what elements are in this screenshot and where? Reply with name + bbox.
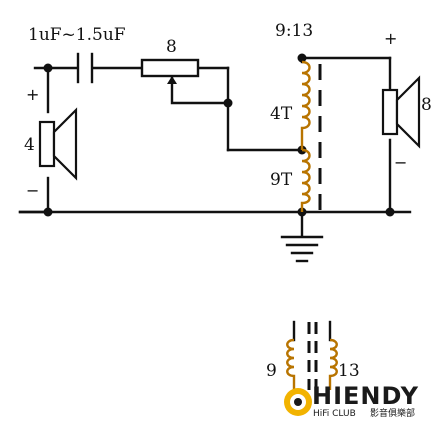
transformer: [300, 60, 322, 212]
wiring: [18, 56, 412, 238]
capacitor: [76, 52, 94, 84]
winding-detail: [286, 320, 338, 390]
right-speaker-label: 8: [421, 95, 432, 115]
junction-dot: [297, 53, 307, 63]
logo-name: HIENDY: [312, 382, 419, 410]
right-minus-sign: −: [394, 153, 407, 172]
capacitor-label: 1uF~1.5uF: [28, 25, 126, 45]
left-plus-sign: +: [26, 85, 39, 104]
speaker-right: [381, 75, 421, 149]
hiendy-logo: HIENDY HiFi CLUB 影音俱樂部: [284, 382, 419, 419]
tap-upper-label: 4T: [270, 104, 293, 124]
junction-dot: [385, 207, 395, 217]
ground-symbol: [280, 235, 324, 263]
speaker-left: [38, 107, 78, 181]
winding-lower: [300, 148, 311, 212]
wire-wiper: [170, 76, 230, 105]
detail-coil-right: [328, 338, 338, 390]
winding-upper: [300, 60, 311, 150]
detail-coil-left: [286, 338, 296, 390]
junction-dots: [43, 53, 395, 217]
transformer-ratio-label: 9:13: [275, 21, 313, 41]
logo-sub: HiFi CLUB: [313, 409, 356, 419]
junction-dot: [43, 63, 53, 73]
junction-dot: [43, 207, 53, 217]
left-minus-sign: −: [26, 181, 39, 200]
detail-right-label: 13: [338, 361, 360, 381]
right-plus-sign: +: [384, 29, 397, 48]
left-speaker-label: 4: [24, 135, 35, 155]
logo-cjk: 影音俱樂部: [370, 407, 415, 419]
detail-left-label: 9: [266, 361, 277, 381]
tap-lower-label: 9T: [270, 170, 293, 190]
junction-dot: [223, 98, 233, 108]
resistor-label: 8: [166, 37, 177, 57]
variable-resistor: [140, 58, 200, 84]
